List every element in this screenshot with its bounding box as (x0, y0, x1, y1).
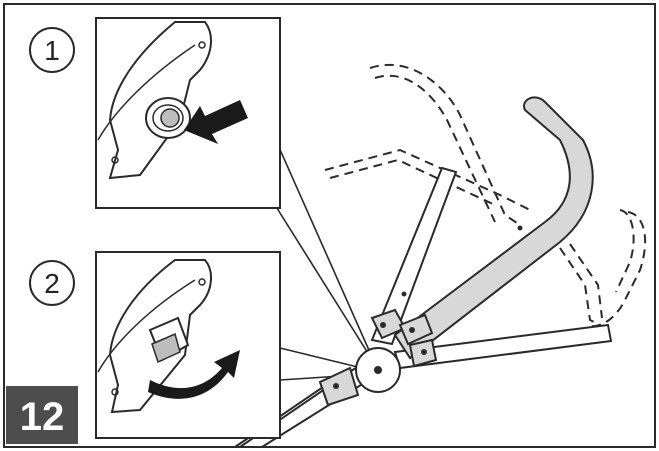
rivets (333, 225, 523, 389)
hinge-joint-icon (355, 347, 401, 393)
svg-text:12: 12 (20, 395, 65, 439)
svg-text:1: 1 (44, 35, 60, 66)
step-2-label: 2 (29, 260, 75, 306)
figure-number-badge: 12 (6, 386, 78, 444)
detail-box-step-1 (95, 17, 281, 209)
step-1-label: 1 (29, 27, 75, 73)
detail-box-step-2 (95, 251, 281, 439)
folded-handle-outline (324, 63, 647, 331)
figure-frame (3, 3, 656, 448)
stroller-frame (234, 96, 613, 448)
rotate-arrow-icon (148, 350, 240, 399)
svg-text:2: 2 (44, 268, 60, 299)
press-arrow-icon (184, 100, 248, 144)
